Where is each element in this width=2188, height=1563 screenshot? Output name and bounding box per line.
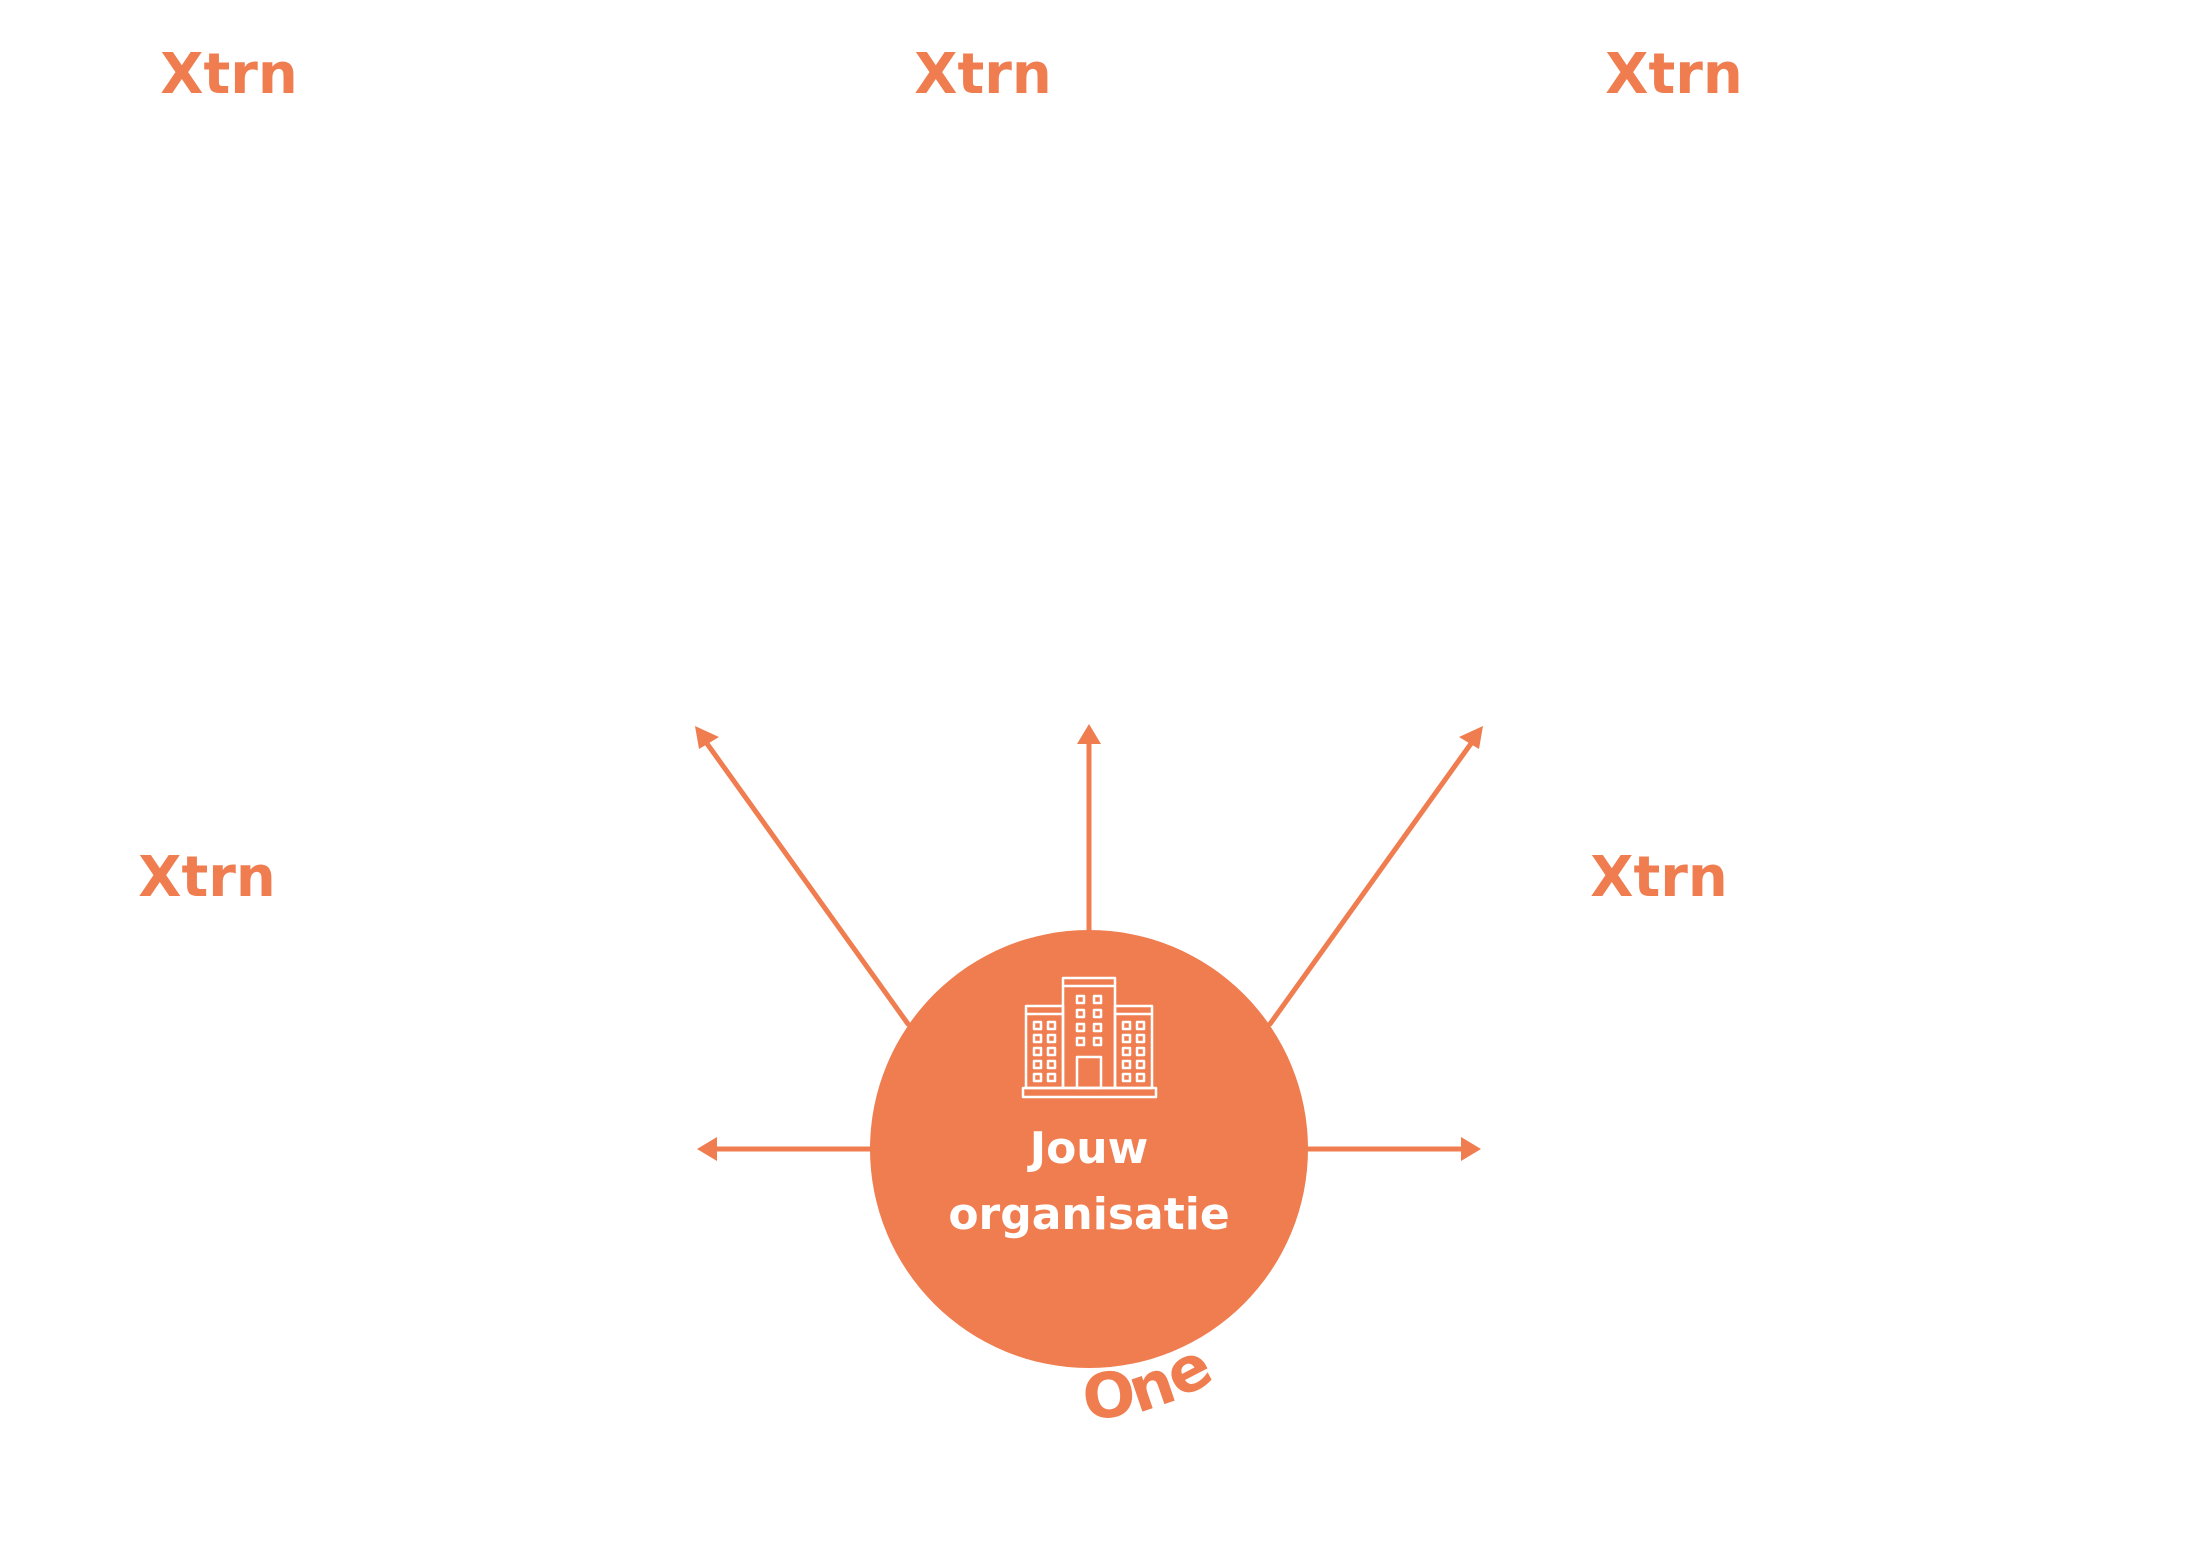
- external-label-top-center: Xtrn: [914, 42, 1051, 107]
- arrow-up-right: [1267, 726, 1483, 1027]
- arrows: [695, 724, 1483, 1161]
- arrow-up-left: [695, 726, 911, 1027]
- arrow-up: [1077, 724, 1101, 933]
- external-label-middle-left: Xtrn: [138, 845, 275, 910]
- external-label-top-right: Xtrn: [1605, 42, 1742, 107]
- arrow-right: [1303, 1137, 1481, 1161]
- external-label-top-left: Xtrn: [160, 42, 297, 107]
- center-node-title-line1: Jouw: [1027, 1123, 1149, 1174]
- center-node-circle: [870, 930, 1308, 1368]
- center-node-title-line2: organisatie: [948, 1189, 1229, 1240]
- external-label-middle-right: Xtrn: [1590, 845, 1727, 910]
- office-building-icon: [1021, 976, 1158, 1099]
- arrow-left: [697, 1137, 875, 1161]
